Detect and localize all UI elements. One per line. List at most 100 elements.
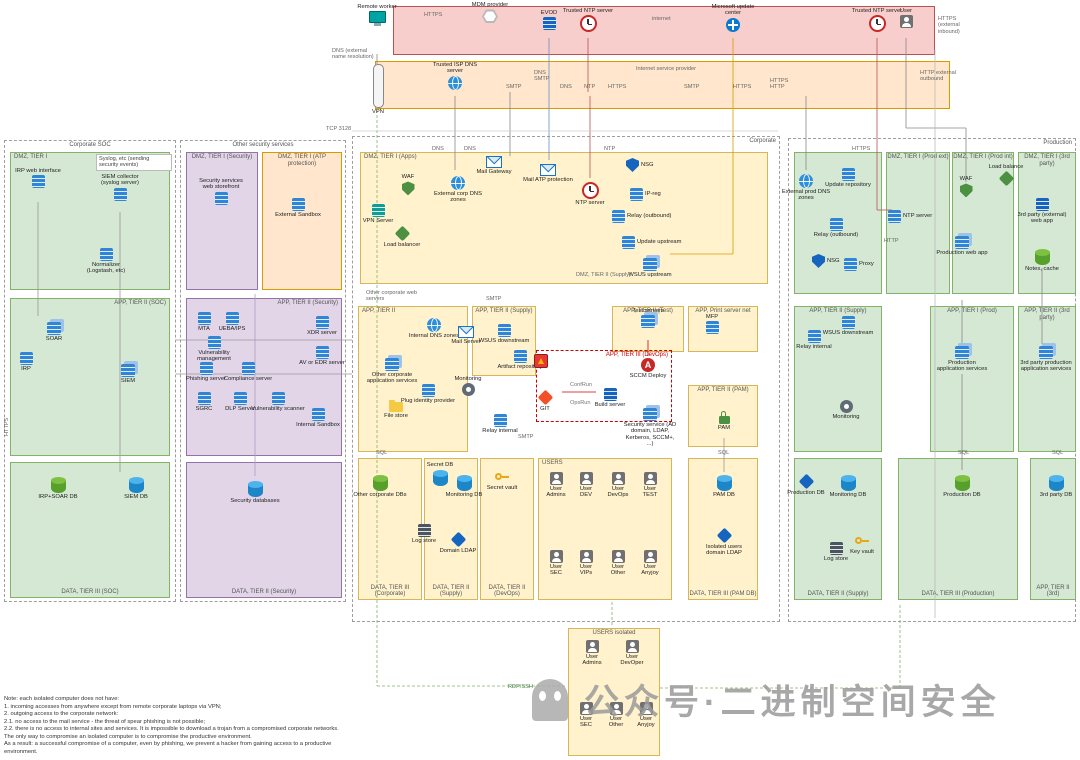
ip-reg-label: IP-reg [645,191,661,198]
third-party-db-label: 3rd party DB [1039,492,1073,498]
dlp-server: DLP Server [212,392,268,759]
user-icon [639,702,653,715]
internal-sandbox-label: Internal Sandbox [296,422,340,428]
server-blue-icon [603,388,617,401]
watermark-text: 公众号·二进制空间安全 [584,683,1001,722]
normalizer: Normalizer (Logstash, etc) [78,248,134,759]
shield-blue-icon [812,254,825,268]
external-prod-dns-label: External prod DNS zones [781,189,831,202]
server-icon [214,191,228,205]
tcp-3128: TCP 3128 [326,126,352,132]
server-icon [888,210,901,223]
server-icon [31,175,45,189]
isp-label: Internet service provider [636,66,697,72]
https-top: HTTPS [424,12,443,18]
build-server-label: Build server [594,402,626,408]
dlp-server-label: DLP Server [225,406,255,412]
pam-label: PAM [717,425,731,431]
other-corporate-app-services-label: Other corporate application services [366,372,418,385]
xdr-server: XDR server [294,316,350,759]
note-line: 2. outgoing access to the corporate netw… [4,711,119,718]
zone-label-prod-app-3rd: APP, TIER II (3rd party) [1024,308,1070,321]
vpn-server: VPN Server [350,204,406,759]
user-anyjoy: User Anyjoy [622,550,678,759]
dns-corp-1: DNS [432,146,444,152]
normalizer-label: Normalizer (Logstash, etc) [86,262,126,275]
prod-relay-internal-label: Relay internal [796,344,832,350]
prod-nsg-label: NSG [827,257,840,264]
zone-prod-dmz-ext: DMZ, TIER I (Prod ext) [886,152,950,294]
zone-label-corp-dmz-apps: DMZ, TIER I (Apps) [364,154,417,160]
zone-label-corp-data-pam: DATA, TIER III (PAM DB) [689,591,757,598]
siem-db: SIEM DB [108,476,164,759]
zone-other-security: Other security services [180,140,346,602]
ms-update-center: Microsoft update center [705,4,761,32]
db-blue-icon [716,474,732,491]
vulnerability-management-label: Vulnerability management [197,350,231,363]
artifact-repository: Artifact repository [492,350,548,759]
mail-server: Mail Server [438,326,494,759]
zone-label-prod-dmz-ext: DMZ, TIER I (Prod ext) [887,154,949,160]
relay-outbound: Relay (outbound) [612,210,671,223]
note-line: 2.2. there is no access to internal site… [4,726,339,733]
production-db: Production DB [934,474,990,759]
user-other: User Other [590,550,646,759]
prod-waf-label: WAF [959,176,973,182]
file-store: File store [368,398,424,759]
prod-key-vault-label: Key vault [850,549,874,555]
user-icon [643,472,657,485]
external-corp-dns-label: External corp DNS zones [433,191,482,204]
mfp-label: MFP [705,314,719,320]
zone-label-corp-app-test: APP, TIER II (Test) [623,308,673,314]
iso-user-sec-label: User SEC [579,716,593,729]
server-group-icon [47,322,61,335]
xdr-server-label: XDR server [307,330,337,336]
wsus-upstream-label: WSUS upstream [628,272,672,278]
zone-label-corporate-soc: Corporate SOC [69,142,111,148]
irp: IRP [0,352,54,759]
db-green-icon [1034,248,1050,265]
user-sec: User SEC [528,550,584,759]
prod-db-replica: Production DB [778,473,834,759]
zone-corp-data-corporate: DATA, TIER III (Corporate) [358,458,422,600]
smtp-2: SMTP [684,84,700,90]
corp-nsg: NSG [626,158,654,172]
third-party-app-services-label: 3rd party production application service… [1020,360,1072,373]
zone-users-isolated: USERS isolated [568,628,660,756]
rdp-ssh: RDP/SSH [508,684,533,690]
lock-green-icon [718,411,730,424]
test-servers: Test servers [620,308,676,329]
irp-web-interface: IRP web interface [10,168,66,189]
server-icon [612,210,625,223]
firewall-icon [534,354,548,368]
sql-2: SQL [718,450,730,456]
server-icon [197,392,211,405]
monitoring-db-label: Monitoring DB [445,492,483,498]
phishing-server: Phishing server [178,362,234,759]
db-blue-icon [456,474,472,491]
irp-soar-db: IRP+SOAR DB [30,476,86,759]
zone-label-corp-data-devops: DATA, TIER II (DevOps) [488,584,526,598]
mail-gateway: Mail Gateway [466,156,522,759]
build-server: Build server [582,388,638,759]
folder-icon [389,399,403,412]
trusted-isp-dns: Trusted ISP DNS server [427,62,483,90]
monitoring-db: Monitoring DB [436,474,492,759]
siem: SIEM [100,364,156,759]
siem-collector-label: SIEM collector (syslog server) [100,174,139,187]
log-store: Log store [396,524,452,759]
zone-corp-devops: APP, TIER III (DevOps) [536,350,672,422]
sql-4: SQL [1052,450,1064,456]
corp-ntp-server-label: NTP server [575,200,605,206]
zone-label-sec-dmz: DMZ, TIER I (Security) [191,154,253,160]
prod-key-vault: Key vault [834,534,890,759]
http-prod: HTTP [884,238,899,244]
prod-monitoring-db-label: Monitoring DB [829,492,867,498]
irp-label: IRP [21,366,31,372]
wsus-downstream-label: WSUS downstream [478,338,530,344]
prod-wsus-downstream-label: WSUS downstream [822,330,874,336]
server-dark-icon [417,524,431,537]
server-icon [493,414,507,427]
confrun: ConfRun [570,382,593,388]
vulnerability-scanner-label: Vulnerability scanner [251,406,305,412]
